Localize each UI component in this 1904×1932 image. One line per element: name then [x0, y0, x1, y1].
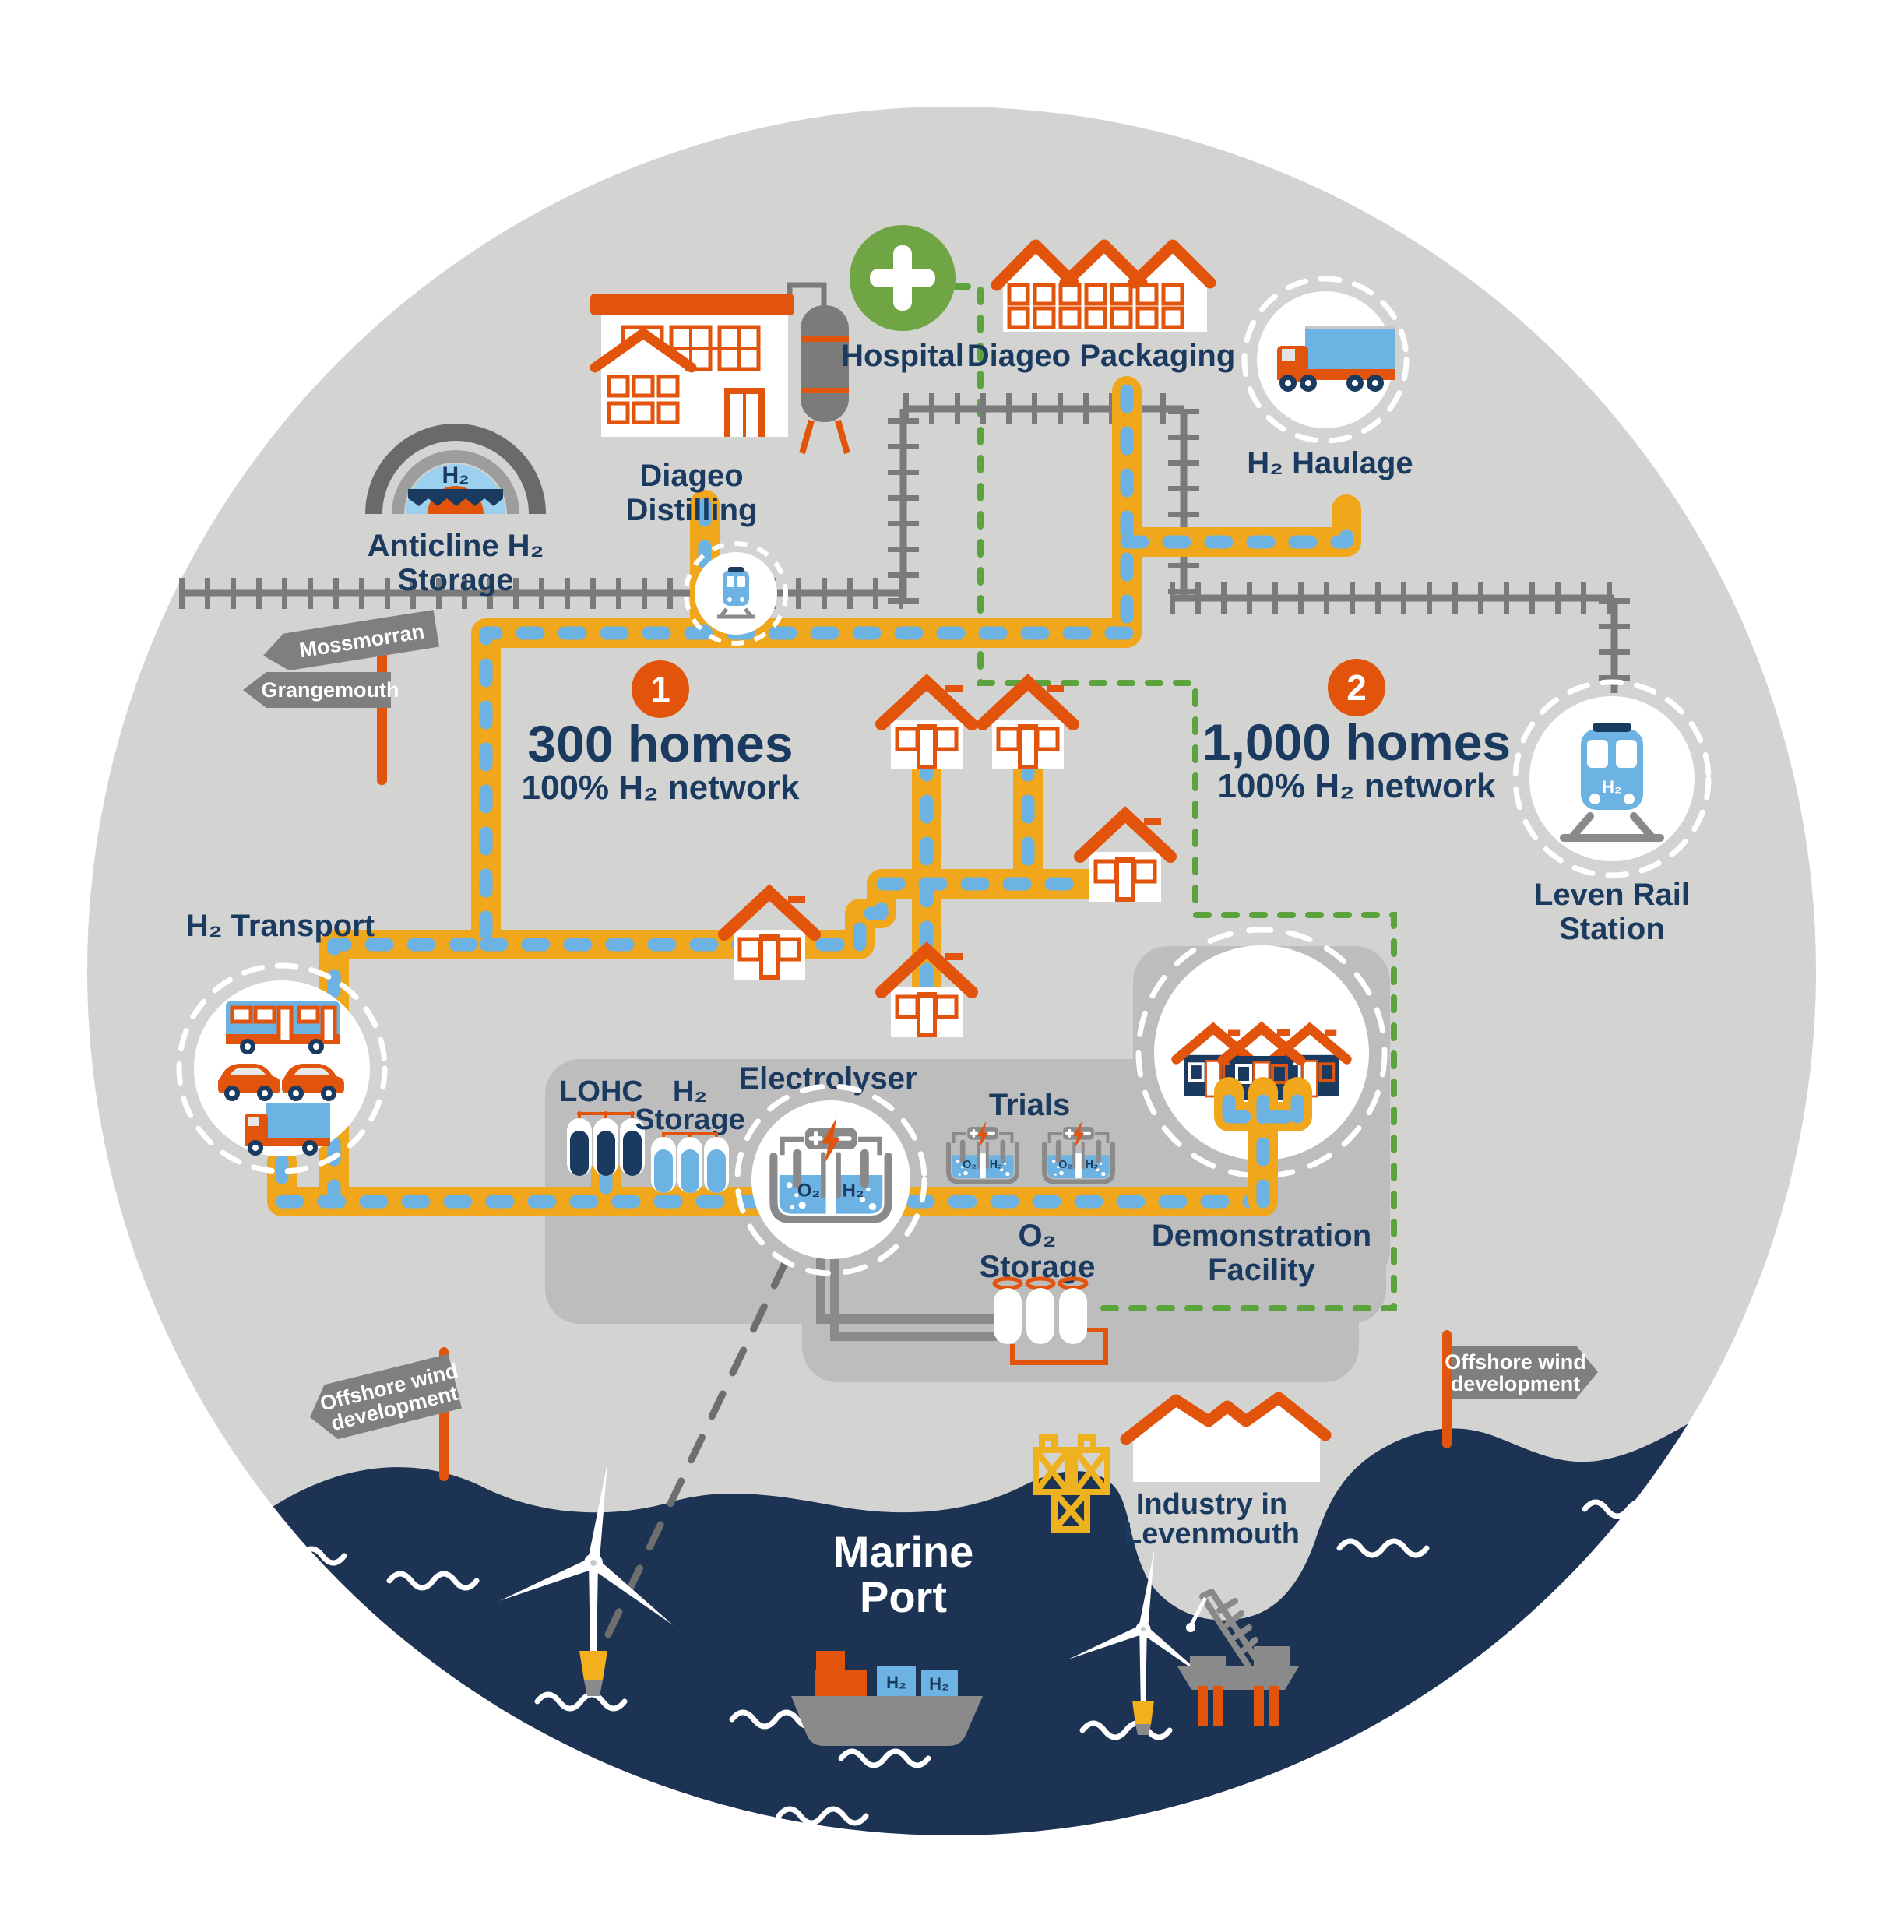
leven-label-2: Station	[1559, 912, 1665, 946]
grangemouth-label: Grangemouth	[261, 678, 399, 702]
phase1-homes: 300 homes	[527, 715, 793, 772]
h2-haulage: H₂ Haulage	[1241, 276, 1413, 480]
ship-container-h2-a: H₂	[886, 1673, 906, 1692]
offshore-wind-sign-right: Offshore wind development	[1442, 1330, 1598, 1448]
phase2: 2 1,000 homes 100% H₂ network	[1202, 659, 1511, 805]
offshore-turbines	[497, 1462, 1210, 1735]
leven-label-1: Leven Rail	[1534, 878, 1690, 912]
phase2-number: 2	[1346, 667, 1367, 708]
leven-rail-station: H₂ Leven Rail Station	[1512, 679, 1712, 946]
crane-boom	[1199, 1589, 1263, 1668]
station-train-h2: H₂	[1602, 777, 1622, 797]
railway	[179, 393, 1630, 693]
industry-label-2: Levenmouth	[1124, 1518, 1300, 1550]
marine-label-1: Marine	[833, 1527, 974, 1576]
lohc-storage: LOHC	[559, 1075, 645, 1176]
h2-storage-label-2: Storage	[635, 1103, 744, 1136]
hospital: Hospital	[841, 225, 964, 373]
h2-transport: H₂ Transport	[176, 909, 388, 1174]
distilling-label-2: Distilling	[626, 493, 758, 527]
o2-storage: O₂ Storage	[980, 1219, 1095, 1344]
offshore-right-label-1: Offshore wind	[1445, 1350, 1586, 1374]
haulage-label: H₂ Haulage	[1247, 446, 1413, 480]
hospital-label: Hospital	[841, 339, 964, 373]
phase2-number-badge	[1328, 659, 1385, 716]
demo-label-1: Demonstration	[1152, 1219, 1371, 1253]
haulage-truck-icon	[1277, 326, 1395, 392]
offshore-wind-sign-left: Offshore wind development	[310, 1347, 463, 1481]
diageo-packaging: Diageo Packaging	[967, 239, 1236, 373]
station-train-icon: H₂	[1560, 723, 1664, 842]
trials-label: Trials	[989, 1088, 1071, 1122]
lohc-label: LOHC	[559, 1075, 643, 1108]
phase1-number: 1	[650, 669, 670, 709]
demonstration-facility: Demonstration Facility	[1135, 927, 1388, 1287]
phase2-network: 100% H₂ network	[1217, 767, 1496, 805]
phase1: 1 300 homes 100% H₂ network	[521, 660, 800, 807]
demo-facility-pipe	[1214, 1077, 1312, 1216]
phase1-network: 100% H₂ network	[521, 769, 800, 807]
o2-pipes	[816, 1255, 997, 1341]
phase2-homes: 1,000 homes	[1202, 713, 1511, 771]
transport-label: H₂ Transport	[186, 909, 375, 943]
train-icon	[717, 567, 755, 619]
marine-port: Marine Port H₂ H₂	[791, 1527, 983, 1746]
industry-in-levenmouth: Industry in Levenmouth	[1033, 1392, 1332, 1550]
phase-boundary-dashed-line	[952, 283, 1397, 1311]
o2-storage-label-1: O₂	[1019, 1219, 1057, 1253]
h2-storage-label-1: H₂	[673, 1075, 707, 1108]
signpost-mossmorran-grangemouth: Mossmorran Grangemouth	[243, 610, 439, 785]
electrolyser: Electrolyser	[734, 1061, 927, 1276]
marine-label-2: Port	[860, 1572, 947, 1621]
electrolyser-label: Electrolyser	[738, 1061, 917, 1096]
industry-label-1: Industry in	[1136, 1488, 1287, 1521]
diageo-distilling: Diageo Distilling	[590, 282, 850, 527]
transport-vehicles-icon	[218, 1001, 344, 1156]
subsea-cable-dashed-line	[596, 1259, 789, 1656]
phase1-number-badge	[632, 660, 689, 718]
offshore-right-label-2: development	[1451, 1372, 1581, 1395]
h2-storage: H₂ Storage	[635, 1075, 745, 1193]
anticline-label-2: Storage	[398, 563, 514, 597]
ship-container-h2-b: H₂	[929, 1674, 949, 1694]
railway-train-stop	[684, 541, 788, 646]
o2-return-pipe	[1010, 1328, 1108, 1365]
cargo-ship-icon: H₂ H₂	[791, 1651, 983, 1746]
crane-platform	[1177, 1589, 1299, 1726]
packaging-windows	[1007, 283, 1184, 329]
sign-grangemouth: Grangemouth	[243, 672, 399, 708]
plus-icon	[870, 245, 935, 311]
anticline-label-1: Anticline H₂	[368, 529, 544, 563]
anticline-h2-storage: H₂ Anticline H₂ Storage	[365, 424, 546, 597]
trials: Trials	[948, 1088, 1113, 1182]
anticline-h2-text: H₂	[442, 463, 470, 488]
distilling-label-1: Diageo	[639, 459, 743, 493]
demo-label-2: Facility	[1208, 1253, 1316, 1287]
packaging-label: Diageo Packaging	[967, 339, 1236, 373]
jacket-structures-icon	[1033, 1434, 1110, 1533]
